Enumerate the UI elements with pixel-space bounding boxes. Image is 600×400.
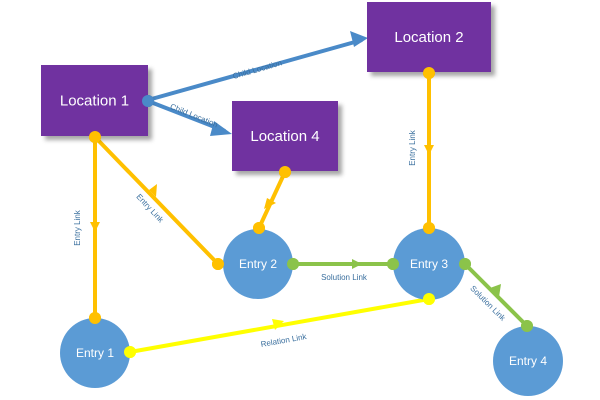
entry-link-endpoint-loc4 <box>279 166 291 178</box>
entry-label-3: Entry 3 <box>410 257 448 271</box>
entry-link-loc1-entry1[interactable] <box>89 131 101 324</box>
location-node-4[interactable]: Location 4 <box>232 101 338 171</box>
entry-link-endpoint-entry1 <box>89 312 101 324</box>
entry-link-loc1-entry2[interactable] <box>93 135 224 270</box>
relation-link-endpoint-entry3 <box>423 293 435 305</box>
relation-link-entry1-entry3[interactable] <box>124 293 435 358</box>
entry-link-endpoint-entry2-top <box>253 222 265 234</box>
child-link-anchor-top <box>142 95 154 107</box>
relation-link-endpoint-entry1 <box>124 346 136 358</box>
entry-link-endpoint-entry2 <box>212 258 224 270</box>
entry-label-2: Entry 2 <box>239 257 277 271</box>
solution-link-endpoint-entry4 <box>521 320 533 332</box>
child-location-label-a: Child Location <box>232 58 283 81</box>
entry-node-2[interactable]: Entry 2 <box>223 229 293 299</box>
solution-link-label-a: Solution Link <box>321 273 368 282</box>
location-node-2[interactable]: Location 2 <box>367 2 491 72</box>
solution-link-entry2-entry3[interactable] <box>287 258 399 270</box>
entry-link-label-entry1: Entry Link <box>73 209 82 246</box>
entry-node-4[interactable]: Entry 4 <box>493 326 563 396</box>
entry-link-endpoint-loc2 <box>423 67 435 79</box>
child-location-link-loc1-loc4[interactable] <box>147 99 232 136</box>
child-location-link-loc1-loc2[interactable] <box>147 31 368 102</box>
solution-link-endpoint-entry2 <box>287 258 299 270</box>
entry-link-label-entry2: Entry Link <box>134 192 166 225</box>
entry-label-4: Entry 4 <box>509 354 547 368</box>
relation-link-label: Relation Link <box>260 332 308 349</box>
location-label-4: Location 4 <box>250 128 319 145</box>
entry-node-1[interactable]: Entry 1 <box>60 318 130 388</box>
entry-link-loc2-entry3[interactable] <box>423 67 435 234</box>
entry-link-endpoint-entry3-top <box>423 222 435 234</box>
entry-link-label-entry3: Entry Link <box>408 129 417 166</box>
solution-link-entry3-entry4[interactable] <box>459 258 533 332</box>
location-label-1: Location 1 <box>60 93 129 110</box>
entry-link-endpoint-loc1 <box>89 131 101 143</box>
location-node-1[interactable]: Location 1 <box>41 65 148 136</box>
child-location-label-b: Child Location <box>169 102 219 129</box>
location-label-2: Location 2 <box>394 29 463 46</box>
solution-link-endpoint-entry3-left <box>387 258 399 270</box>
entry-label-1: Entry 1 <box>76 346 114 360</box>
entry-node-3[interactable]: Entry 3 <box>393 228 465 300</box>
solution-link-endpoint-entry3-right <box>459 258 471 270</box>
